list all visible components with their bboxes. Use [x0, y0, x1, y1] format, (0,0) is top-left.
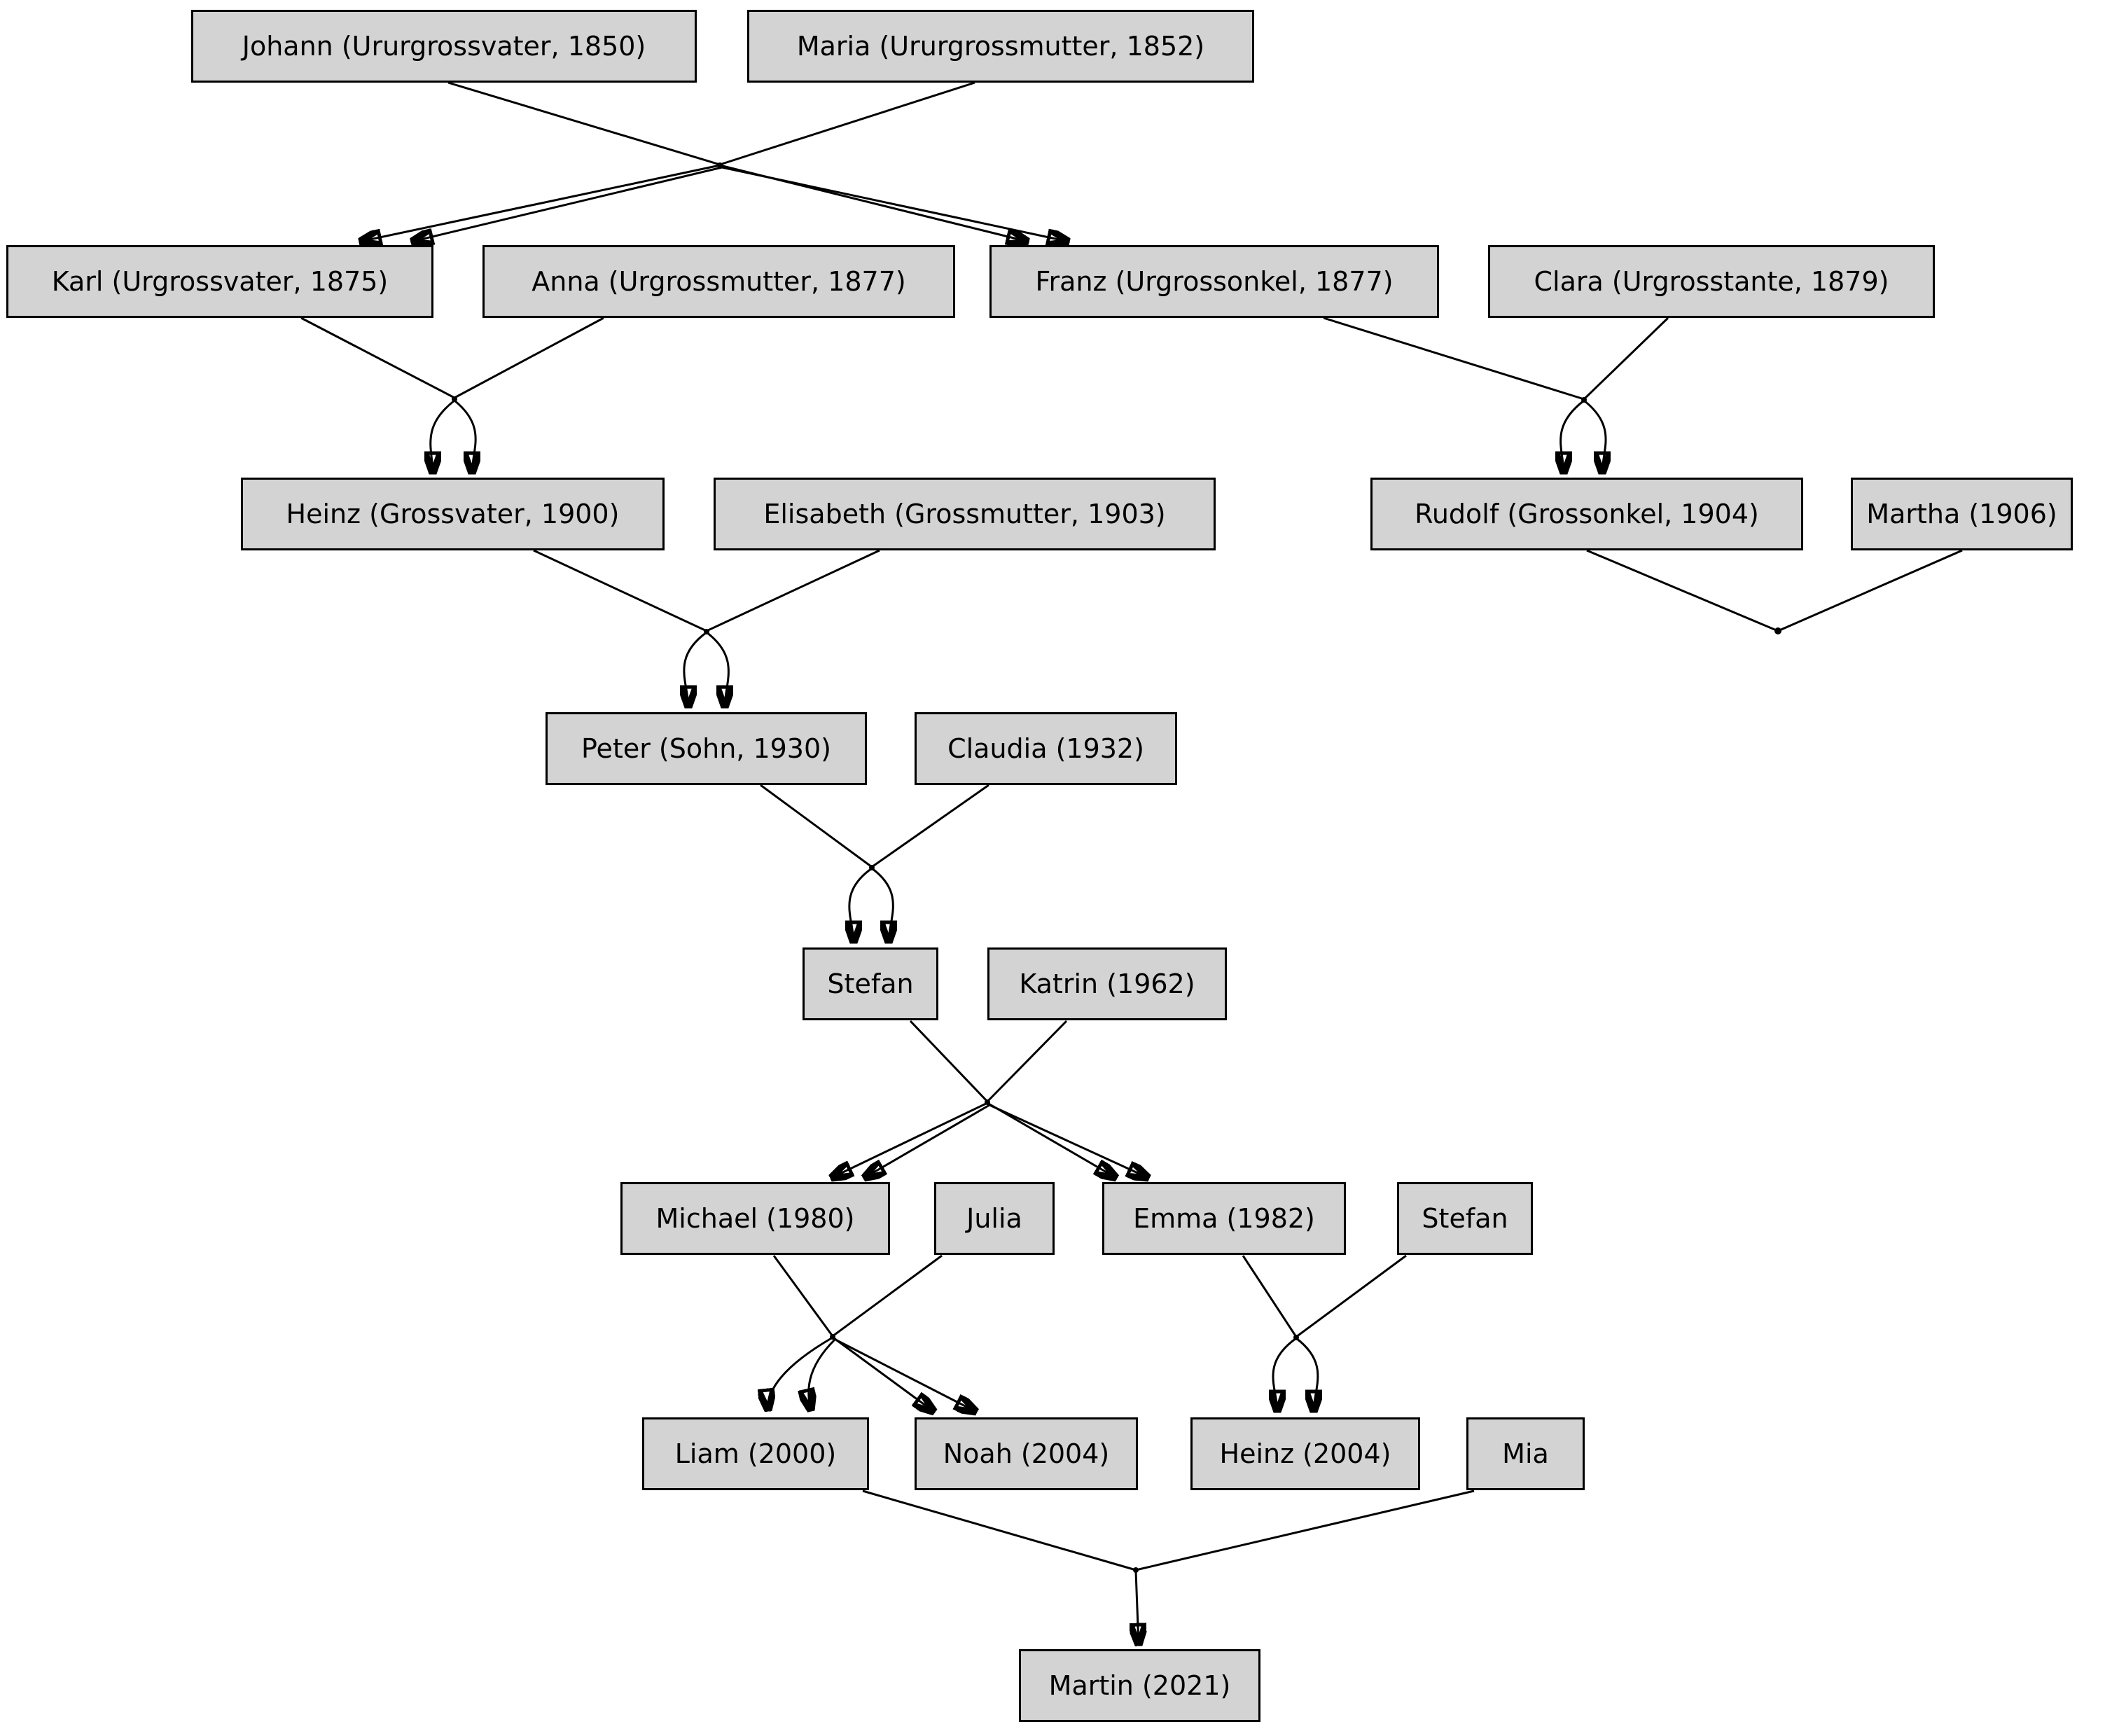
- edge-johann-to-junction1: [447, 81, 721, 166]
- edge-julia-to-junction8: [832, 1254, 943, 1338]
- node-elisabeth-label: Elisabeth (Grossmutter, 1903): [763, 499, 1166, 529]
- junction6-dot: [869, 865, 875, 870]
- edge-franz-to-junction3: [1323, 317, 1585, 401]
- node-julia-label: Julia: [966, 1203, 1022, 1234]
- edge-junction3-to-rudolf-a: [1561, 399, 1585, 473]
- edge-elisabeth-to-junction5: [706, 549, 880, 632]
- node-franz: Franz (Urgrossonkel, 1877): [989, 245, 1439, 318]
- node-peter: Peter (Sohn, 1930): [546, 712, 867, 785]
- edge-liam-to-junction10: [862, 1490, 1137, 1571]
- edge-junction6-to-stefan-a: [849, 867, 873, 943]
- node-anna-label: Anna (Urgrossmutter, 1877): [532, 266, 906, 297]
- edge-junction7-to-emma-b: [989, 1104, 1148, 1178]
- node-maria: Maria (Ururgrossmutter, 1852): [747, 10, 1254, 83]
- node-liam: Liam (2000): [642, 1417, 869, 1490]
- node-clara-label: Clara (Urgrosstante, 1879): [1534, 266, 1889, 297]
- edge-junction7-to-michael-b: [864, 1104, 990, 1178]
- junction8-dot: [830, 1334, 835, 1340]
- edge-martha-to-junction4: [1777, 549, 1963, 632]
- edge-junction1-to-karl-b: [412, 166, 723, 242]
- edge-junction8-to-noah-b: [836, 1339, 976, 1412]
- node-clara: Clara (Urgrosstante, 1879): [1488, 245, 1935, 318]
- edge-katrin-to-junction7: [986, 1020, 1068, 1103]
- edge-junction5-to-peter-a: [684, 631, 707, 707]
- node-martha: Martha (1906): [1851, 478, 2073, 550]
- junction7-dot: [985, 1099, 990, 1105]
- node-heinz2: Heinz (2004): [1190, 1417, 1420, 1490]
- node-katrin-label: Katrin (1962): [1019, 968, 1195, 999]
- node-heinz-label: Heinz (Grossvater, 1900): [286, 499, 620, 529]
- edge-junction6-to-stefan-b: [871, 867, 893, 943]
- junction5-dot: [704, 629, 709, 634]
- junction9-dot: [1293, 1335, 1299, 1340]
- node-johann-label: Johann (Ururgrossvater, 1850): [242, 31, 646, 62]
- junction3-dot: [1581, 397, 1587, 403]
- node-maria-label: Maria (Ururgrossmutter, 1852): [796, 31, 1205, 62]
- edge-junction1-to-karl-a: [360, 164, 721, 242]
- edge-junction8-to-liam-b: [809, 1338, 836, 1410]
- edge-junction3-to-rudolf-b: [1583, 399, 1606, 473]
- node-rudolf-label: Rudolf (Grossonkel, 1904): [1415, 499, 1759, 529]
- node-martin-label: Martin (2021): [1048, 1670, 1231, 1701]
- edge-junction7-to-michael-a: [831, 1102, 988, 1178]
- edge-junction8-to-liam-a: [768, 1336, 833, 1410]
- edge-junction8-to-noah-a: [833, 1337, 934, 1412]
- edge-junction2-to-heinz-b: [454, 399, 475, 473]
- node-karl: Karl (Urgrossvater, 1875): [6, 245, 433, 318]
- node-rudolf: Rudolf (Grossonkel, 1904): [1370, 478, 1803, 550]
- edge-mia-to-junction10: [1135, 1490, 1475, 1571]
- junction4-dot: [1774, 627, 1781, 634]
- node-franz-label: Franz (Urgrossonkel, 1877): [1035, 266, 1394, 297]
- edge-junction7-to-emma-a: [987, 1102, 1116, 1178]
- edge-rudolf-to-junction4: [1586, 549, 1779, 632]
- junction2-dot: [452, 396, 457, 402]
- edge-michael-to-junction8: [772, 1255, 834, 1337]
- edge-karl-to-junction2: [300, 317, 455, 399]
- node-heinz: Heinz (Grossvater, 1900): [241, 478, 665, 550]
- edge-junction1-to-franz-a: [719, 164, 1028, 242]
- node-liam-label: Liam (2000): [674, 1438, 837, 1469]
- edge-anna-to-junction2: [454, 317, 604, 399]
- junction1-dot: [717, 162, 723, 168]
- node-karl-label: Karl (Urgrossvater, 1875): [51, 266, 389, 297]
- node-noah: Noah (2004): [915, 1417, 1138, 1490]
- node-martha-label: Martha (1906): [1866, 499, 2057, 529]
- edge-claudia-to-junction6: [871, 784, 989, 868]
- node-katrin: Katrin (1962): [987, 947, 1227, 1020]
- node-michael-label: Michael (1980): [655, 1203, 855, 1234]
- node-heinz2-label: Heinz (2004): [1219, 1438, 1391, 1469]
- node-stefan2: Stefan: [1397, 1182, 1533, 1255]
- edge-stefan-to-junction7: [909, 1020, 989, 1103]
- edge-maria-to-junction1: [719, 81, 975, 166]
- node-johann: Johann (Ururgrossvater, 1850): [191, 10, 697, 83]
- node-julia: Julia: [934, 1182, 1055, 1255]
- node-elisabeth: Elisabeth (Grossmutter, 1903): [714, 478, 1216, 550]
- edge-stefan2-to-junction9: [1295, 1254, 1407, 1338]
- edge-junction9-to-heinz2-b: [1295, 1337, 1318, 1412]
- edge-junction5-to-peter-b: [706, 631, 728, 707]
- node-emma-label: Emma (1982): [1133, 1203, 1315, 1234]
- node-mia: Mia: [1466, 1417, 1585, 1490]
- edge-junction1-to-franz-b: [721, 166, 1069, 242]
- edge-emma-to-junction9: [1242, 1255, 1298, 1338]
- node-peter-label: Peter (Sohn, 1930): [581, 733, 831, 764]
- node-michael: Michael (1980): [620, 1182, 890, 1255]
- edge-junction10-to-martin: [1136, 1571, 1139, 1645]
- node-stefan2-label: Stefan: [1422, 1203, 1508, 1234]
- node-martin: Martin (2021): [1019, 1649, 1260, 1722]
- edge-clara-to-junction3: [1583, 317, 1669, 401]
- edge-heinz-to-junction5: [533, 549, 707, 632]
- edge-junction9-to-heinz2-a: [1273, 1337, 1297, 1412]
- node-mia-label: Mia: [1502, 1438, 1549, 1469]
- edge-junction2-to-heinz-a: [431, 399, 455, 473]
- node-emma: Emma (1982): [1102, 1182, 1346, 1255]
- node-claudia-label: Claudia (1932): [947, 733, 1144, 764]
- node-claudia: Claudia (1932): [915, 712, 1177, 785]
- junction10-dot: [1133, 1567, 1139, 1573]
- edge-peter-to-junction6: [760, 784, 873, 868]
- node-stefan-label: Stefan: [827, 968, 914, 999]
- node-stefan: Stefan: [803, 947, 938, 1020]
- node-anna: Anna (Urgrossmutter, 1877): [482, 245, 955, 318]
- node-noah-label: Noah (2004): [943, 1438, 1110, 1469]
